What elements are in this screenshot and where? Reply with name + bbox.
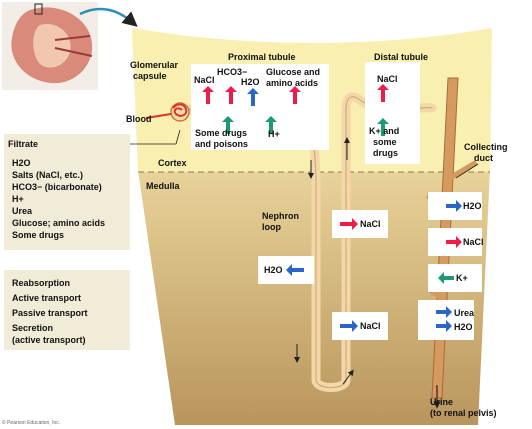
filtrate-item: Salts (NaCl, etc.)	[12, 170, 84, 180]
distal-tubule-label: Distal tubule	[374, 52, 429, 62]
cortex-label: Cortex	[158, 158, 187, 168]
duct-nacl-label: NaCl	[463, 237, 484, 247]
collecting-duct-pointer	[455, 163, 479, 179]
proximal-glucose-label: amino acids	[266, 78, 319, 88]
passive-transport-arrow	[436, 320, 452, 332]
glomerulus	[145, 102, 190, 122]
medulla-label: Medulla	[146, 181, 180, 191]
flow-arrow	[342, 369, 354, 385]
urine-label: Urine	[430, 397, 454, 407]
active-transport-arrow	[289, 86, 301, 104]
zoom-arrow	[79, 7, 138, 27]
legend-secretion-label: (active transport)	[12, 335, 86, 345]
filtrate-item: HCO3− (bicarbonate)	[12, 182, 102, 192]
active-transport-arrow	[340, 218, 358, 230]
passive-transport-arrow	[340, 320, 358, 332]
passive-transport-arrow	[247, 88, 259, 106]
proximal-tubule-label: Proximal tubule	[228, 52, 296, 62]
secretion-arrow	[222, 116, 234, 134]
distal-k-drugs-label: some	[373, 137, 397, 147]
legend-passive-label: Passive transport	[12, 308, 88, 318]
active-transport-arrow	[225, 86, 237, 104]
legend-secretion-label: Secretion	[12, 323, 54, 333]
proximal-glucose-label: Glucose and	[266, 67, 321, 77]
active-transport-arrow	[202, 86, 214, 104]
duct-h2o-lower-label: H2O	[454, 322, 473, 332]
proximal-tubule-box	[191, 64, 329, 150]
loop-nacl-lower-label: NaCl	[360, 321, 381, 331]
passive-transport-arrow	[286, 264, 304, 276]
filtrate-item: Glucose; amino acids	[12, 218, 106, 228]
passive-transport-arrow	[436, 306, 452, 318]
proximal-drugs-label: and poisons	[195, 139, 249, 149]
legend-active-label: Active transport	[12, 293, 82, 303]
active-transport-arrow	[446, 236, 462, 248]
secretion-arrow	[377, 118, 389, 136]
filtrate-item: Urea	[12, 206, 33, 216]
duct-urea-label: Urea	[454, 308, 475, 318]
nephron-loop-label: Nephron	[262, 211, 299, 221]
proximal-hco3-label: HCO3−	[217, 67, 248, 77]
filtrate-title: Filtrate	[8, 139, 39, 149]
glomerular-capsule-label: capsule	[133, 71, 167, 81]
transport-arrows	[202, 84, 462, 332]
distal-nacl-label: NaCl	[377, 74, 398, 84]
loop-h2o-label: H2O	[264, 265, 283, 275]
passive-transport-arrow	[446, 200, 462, 212]
proximal-drugs-label: Some drugs	[195, 128, 248, 138]
duct-k-label: K+	[456, 273, 468, 283]
collecting-duct-label: duct	[474, 153, 493, 163]
glomerular-capsule-label: Glomerular	[130, 60, 179, 70]
proximal-h-plus-label: H+	[268, 129, 280, 139]
filtrate-item: H2O	[12, 158, 31, 168]
proximal-h2o-label: H2O	[241, 77, 260, 87]
legend-panel	[4, 270, 130, 350]
kidney-icon	[2, 2, 98, 90]
secretion-arrow	[265, 116, 277, 134]
collecting-duct-label: Collecting	[464, 142, 508, 152]
filtrate-item: H+	[12, 194, 24, 204]
distal-k-drugs-label: drugs	[373, 148, 399, 158]
proximal-nacl-label: NaCl	[194, 75, 215, 85]
distal-k-drugs-label: K+ and	[369, 126, 400, 136]
copyright-text: © Pearson Education, Inc.	[2, 420, 61, 426]
legend-title: Reabsorption	[12, 278, 71, 288]
filtrate-item: Some drugs	[12, 230, 65, 240]
blood-label: Blood	[126, 114, 152, 124]
loop-nacl-upper-label: NaCl	[360, 219, 381, 229]
filtrate-panel	[4, 134, 130, 250]
distal-tubule-box	[365, 62, 420, 164]
active-transport-arrow	[377, 84, 389, 102]
k-duct-box	[428, 264, 482, 292]
secretion-arrow	[438, 272, 454, 284]
nephron-loop-label: loop	[262, 222, 281, 232]
urine-label: (to renal pelvis)	[430, 408, 497, 418]
duct-h2o-upper-label: H2O	[463, 201, 482, 211]
